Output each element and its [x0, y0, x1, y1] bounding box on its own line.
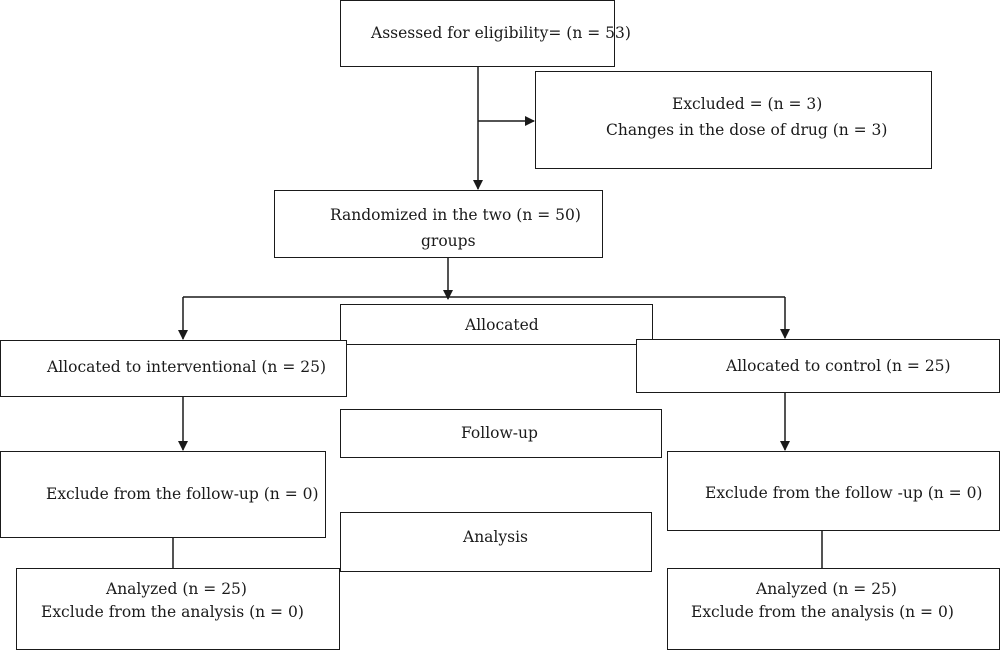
- followup-interventional-box: Exclude from the follow-up (n = 0): [0, 451, 326, 538]
- followup-control-box: Exclude from the follow -up (n = 0): [667, 451, 1000, 531]
- randomized-line2: groups: [421, 232, 476, 250]
- stage-analysis-label: Analysis: [463, 528, 528, 546]
- stage-followup-label: Follow-up: [461, 424, 538, 442]
- stage-allocated-label: Allocated: [465, 316, 539, 334]
- followup-control-label: Exclude from the follow -up (n = 0): [705, 484, 983, 502]
- excluded-count: Excluded = (n = 3): [672, 95, 823, 113]
- alloc-control-label: Allocated to control (n = 25): [726, 357, 951, 375]
- stage-allocated-box: Allocated: [340, 304, 653, 345]
- analysis-control-analyzed: Analyzed (n = 25): [756, 580, 897, 598]
- excluded-reason: Changes in the dose of drug (n = 3): [606, 121, 888, 139]
- alloc-interventional-box: Allocated to interventional (n = 25): [0, 340, 347, 397]
- excluded-box: Excluded = (n = 3) Changes in the dose o…: [535, 71, 932, 169]
- alloc-control-box: Allocated to control (n = 25): [636, 339, 1000, 393]
- analysis-interventional-analyzed: Analyzed (n = 25): [106, 580, 247, 598]
- assessed-box: Assessed for eligibility= (n = 53): [340, 0, 631, 67]
- stage-followup-box: Follow-up: [340, 409, 662, 458]
- randomized-line1: Randomized in the two (n = 50): [330, 206, 581, 224]
- analysis-control-box: Analyzed (n = 25) Exclude from the analy…: [667, 568, 1000, 650]
- randomized-box: Randomized in the two (n = 50) groups: [274, 190, 603, 258]
- followup-interventional-label: Exclude from the follow-up (n = 0): [46, 485, 319, 503]
- analysis-control-excluded: Exclude from the analysis (n = 0): [691, 603, 954, 621]
- assessed-label: Assessed for eligibility= (n = 53): [371, 24, 631, 42]
- analysis-interventional-box: Analyzed (n = 25) Exclude from the analy…: [16, 568, 340, 650]
- analysis-interventional-excluded: Exclude from the analysis (n = 0): [41, 603, 304, 621]
- stage-analysis-box: Analysis: [340, 512, 652, 572]
- alloc-interventional-label: Allocated to interventional (n = 25): [47, 358, 327, 376]
